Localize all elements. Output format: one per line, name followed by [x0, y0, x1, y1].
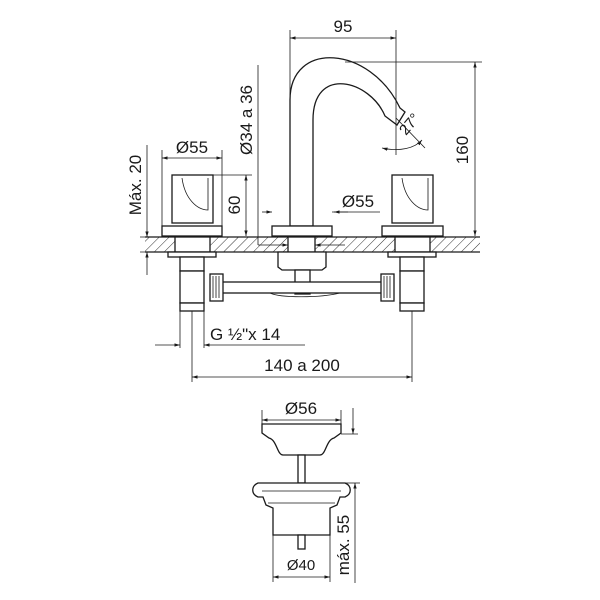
connector-pipe [209, 273, 395, 302]
drain-body-label: Ø40 [287, 557, 315, 574]
dim-60: 60 [213, 174, 252, 236]
hole-label: Ø34 a 36 [237, 85, 256, 155]
drain-height-label: máx. 55 [334, 515, 353, 575]
base-diameter-label: Ø55 [342, 192, 374, 211]
drain: Ø56 máx. 55 Ø40 [252, 399, 360, 583]
handle-diameter-label: Ø55 [176, 138, 208, 157]
dim-95: 95 [289, 17, 397, 155]
dim-thread: G ½"x 14 [155, 311, 305, 348]
spout [271, 57, 406, 295]
dim-base-diameter: Ø55 [332, 192, 380, 214]
thread-label: G ½"x 14 [210, 325, 280, 344]
dim-hole: Ø34 a 36 [237, 65, 345, 247]
dim-160-label: 160 [453, 136, 472, 164]
right-handle [381, 174, 444, 312]
dim-60-label: 60 [225, 196, 244, 215]
dim-handle-diameter: Ø55 [161, 138, 223, 226]
drain-top-label: Ø56 [285, 399, 317, 418]
dim-max-deck: Máx. 20 [126, 145, 168, 275]
dim-160: 160 [345, 61, 482, 236]
dim-spacing: 140 a 200 [191, 311, 413, 382]
left-handle [161, 174, 223, 312]
spacing-label: 140 a 200 [264, 356, 340, 375]
dim-95-label: 95 [334, 17, 353, 36]
max-deck-label: Máx. 20 [126, 155, 145, 215]
